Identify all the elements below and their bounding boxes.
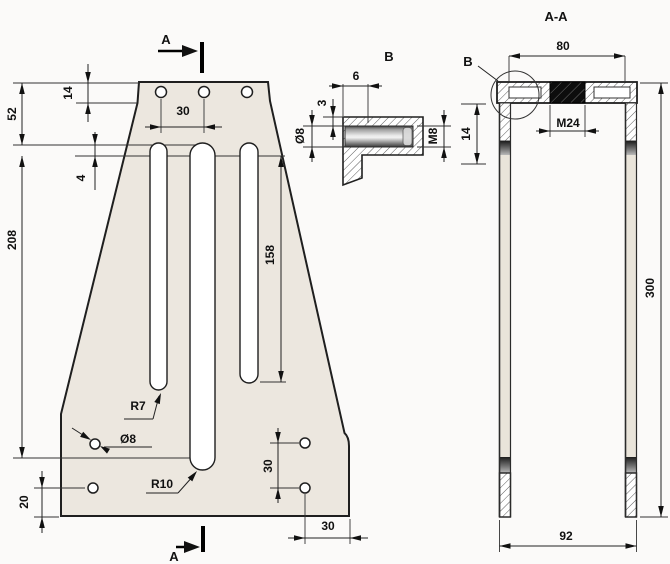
section-cut-top: A [158, 32, 204, 73]
dim-label-m8: M8 [426, 127, 440, 144]
section-leg-left [498, 102, 512, 518]
dim-dia8-detail: Ø8 [293, 110, 346, 162]
dim-52: 52 [5, 83, 25, 145]
dim-label-30-bottom: 30 [321, 519, 335, 533]
dim-label-158: 158 [263, 245, 277, 265]
section-view-aa: A-A B [463, 9, 668, 552]
pin [344, 125, 414, 148]
dim-4: 4 [74, 132, 98, 190]
dim-label-80: 80 [556, 39, 570, 53]
dim-m8: M8 [417, 110, 451, 162]
dim-label-52: 52 [5, 107, 19, 121]
dim-80: 80 [508, 39, 626, 81]
hole-right-upper [299, 437, 311, 449]
dim-m24: M24 [536, 105, 599, 137]
dim-label-92: 92 [559, 529, 573, 543]
dim-14: 14 [61, 64, 91, 122]
section-slot-left [508, 86, 542, 99]
dim-300: 300 [640, 82, 668, 518]
front-view: 14 52 4 208 30 [5, 32, 368, 564]
slot-left [149, 142, 168, 391]
hole-top-1 [154, 85, 168, 99]
dim-label-14: 14 [61, 86, 75, 100]
dim-label-14-detail: 14 [459, 127, 473, 141]
pin-thread-end [402, 127, 413, 146]
hole-dia8 [89, 438, 101, 450]
slot-center [189, 142, 216, 471]
detail-reference: B [463, 54, 540, 120]
detail-circle [490, 70, 540, 120]
cut-letter-top: A [161, 32, 171, 47]
dim-158: 158 [260, 156, 286, 383]
dim-label-20: 20 [17, 495, 31, 509]
dim-92: 92 [499, 520, 637, 552]
detail-ref-label: B [463, 54, 472, 69]
dim-30-bottom: 30 [288, 494, 368, 544]
dim-label-dia8-detail: Ø8 [293, 128, 307, 144]
callout-r7: R7 [124, 393, 161, 420]
dim-label-30-holes: 30 [176, 104, 190, 118]
detail-title: B [384, 49, 393, 64]
dim-label-m24: M24 [556, 116, 580, 130]
dim-14-detail: 14 [459, 103, 486, 165]
section-slot-right [593, 86, 631, 99]
dim-30-holes: 30 [145, 99, 222, 133]
dim-label-6: 6 [353, 69, 360, 83]
dim-label-208: 208 [5, 230, 19, 250]
slot-right [239, 142, 259, 384]
hole-top-2 [197, 85, 211, 99]
callout-r10: R10 [146, 471, 197, 494]
dim-label-30-right: 30 [261, 459, 275, 473]
section-cut-bottom: A [169, 526, 205, 564]
section-leg-right [624, 102, 638, 518]
label-r10: R10 [151, 477, 173, 491]
detail-view-b: B 6 3 Ø8 [293, 49, 486, 187]
dim-3: 3 [303, 99, 346, 140]
dim-30-right: 30 [261, 428, 299, 503]
dim-label-3: 3 [315, 99, 329, 106]
dim-label-300: 300 [643, 278, 657, 298]
dim-20: 20 [17, 471, 85, 533]
cut-letter-bottom: A [169, 549, 179, 564]
label-dia8: Ø8 [120, 432, 136, 446]
dim-label-4: 4 [74, 174, 88, 181]
dim-208: 208 [5, 156, 25, 458]
callout-dia8: Ø8 [71, 427, 152, 454]
hole-top-3 [240, 85, 254, 99]
label-r7: R7 [130, 399, 146, 413]
dim-6: 6 [329, 69, 382, 123]
hole-bottom-left [87, 482, 99, 494]
section-title: A-A [544, 9, 568, 24]
section-m24-thread-block [549, 81, 586, 104]
hole-right-lower [299, 482, 311, 494]
